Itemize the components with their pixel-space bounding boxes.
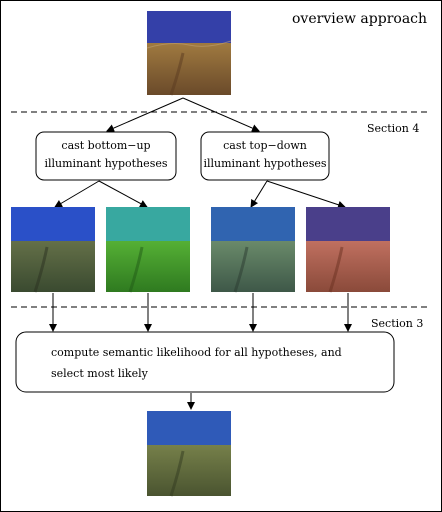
arrow-top-down-to-hyp1 (250, 180, 268, 208)
hypothesis-image-top-down-1 (211, 207, 295, 293)
hypothesis-image-bottom-up-1 (11, 207, 95, 293)
top-down-line1: cast top−down (223, 139, 307, 152)
semantic-likelihood-box: compute semantic likelihood for all hypo… (15, 331, 395, 393)
diagram-title: overview approach (292, 11, 427, 27)
top-down-box: cast top−down illuminant hypotheses (200, 131, 330, 181)
output-image (147, 411, 231, 497)
bottom-up-box: cast bottom−up illuminant hypotheses (35, 131, 177, 181)
arrow-top-down-to-hyp2 (266, 180, 346, 209)
section-label-lower: Section 3 (371, 317, 423, 330)
arrow-bottom-up-to-hyp1 (54, 180, 100, 208)
bottom-up-line2: illuminant hypotheses (44, 157, 167, 170)
arrow-input-to-top-down (182, 97, 260, 132)
input-image (146, 11, 232, 96)
top-down-line2: illuminant hypotheses (203, 157, 326, 170)
semantic-line1: compute semantic likelihood for all hypo… (51, 346, 342, 359)
hypothesis-image-bottom-up-2 (106, 207, 190, 293)
section-label-upper: Section 4 (367, 122, 419, 135)
semantic-line2: select most likely (51, 367, 149, 380)
hypothesis-image-top-down-2 (306, 207, 390, 293)
arrow-bottom-up-to-hyp2 (98, 180, 148, 208)
arrow-input-to-bottom-up (106, 97, 184, 132)
bottom-up-line1: cast bottom−up (61, 139, 150, 152)
